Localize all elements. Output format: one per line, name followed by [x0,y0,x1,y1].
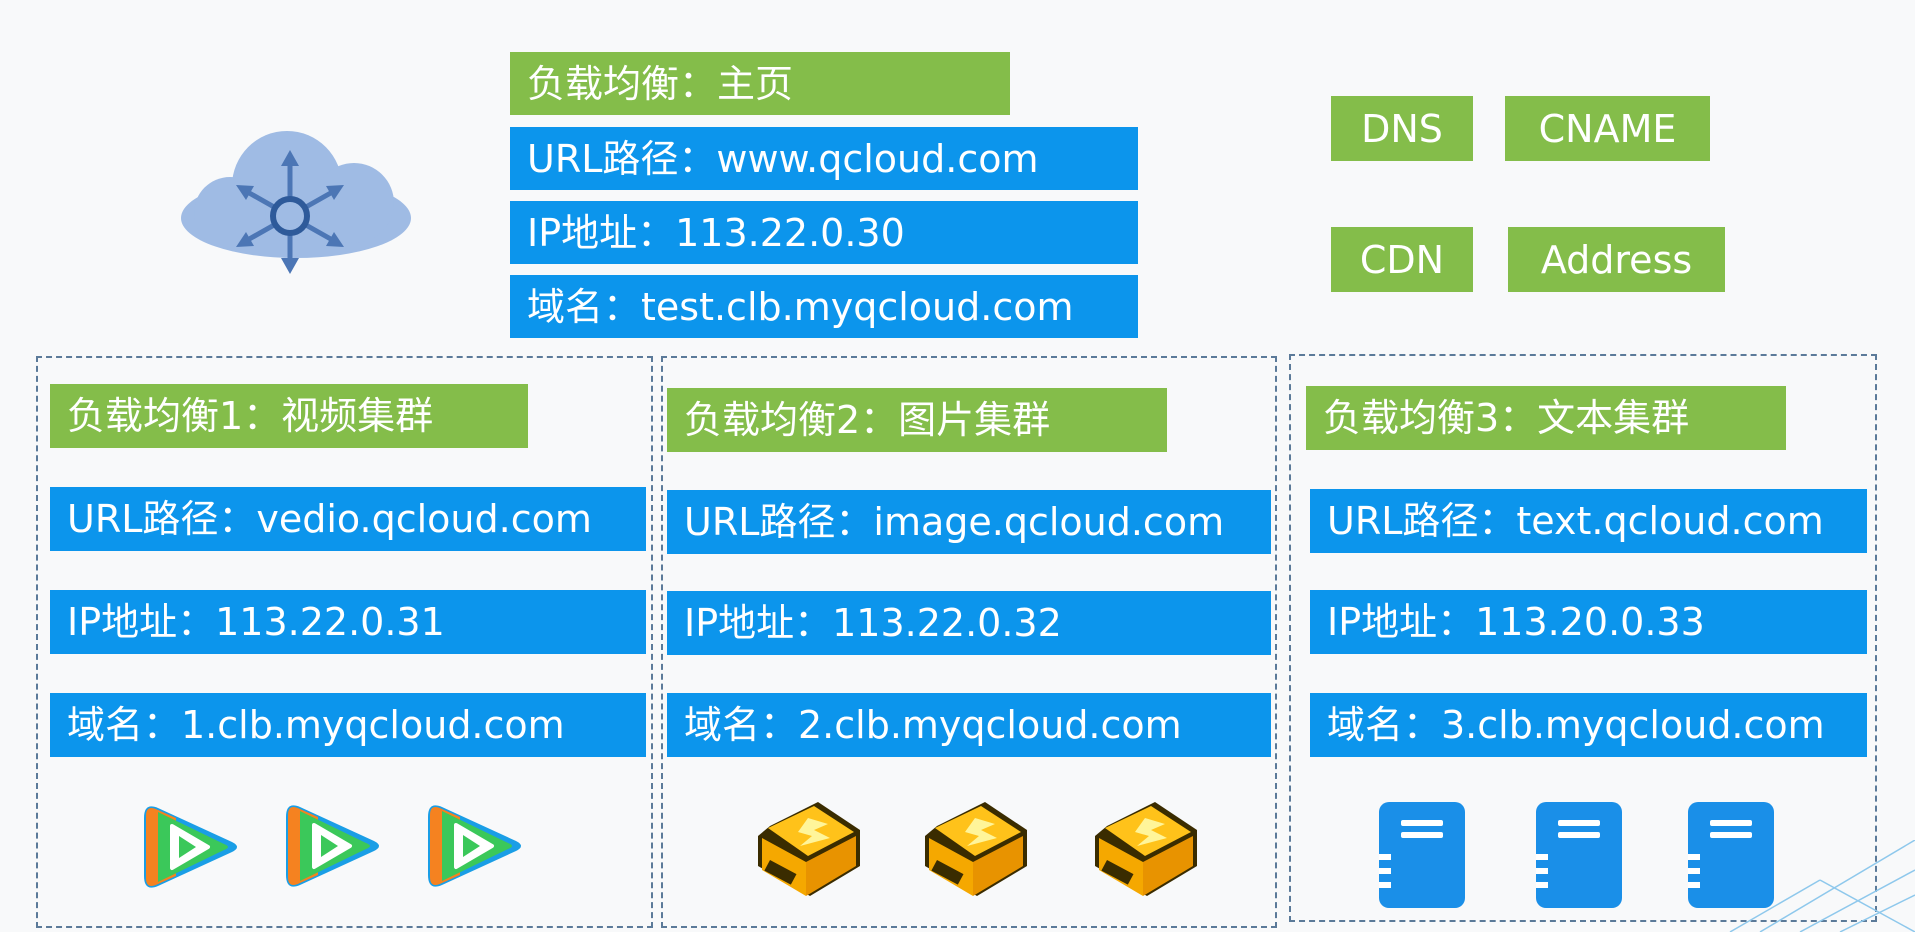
cluster-video [36,356,653,928]
main-lb-url: URL路径：www.qcloud.com [510,127,1138,190]
cluster-text-url: URL路径：text.qcloud.com [1310,489,1867,553]
cluster-image-title: 负载均衡2：图片集群 [667,388,1167,452]
tag-address: Address [1508,227,1725,292]
cluster-video-ip: IP地址：113.22.0.31 [50,590,646,654]
document-icon [1536,802,1622,908]
cluster-image [661,356,1277,928]
server-bolt-icon [758,802,860,896]
video-play-icon [428,805,521,887]
main-lb-title: 负载均衡：主页 [510,52,1010,115]
tag-cdn: CDN [1331,227,1473,292]
cluster-video-title: 负载均衡1：视频集群 [50,384,528,448]
tag-dns: DNS [1331,96,1473,161]
cluster-video-url: URL路径：vedio.qcloud.com [50,487,646,551]
cluster-text-domain: 域名：3.clb.myqcloud.com [1310,693,1867,757]
cluster-image-domain: 域名：2.clb.myqcloud.com [667,693,1271,757]
decorative-lines [1729,840,1915,932]
document-icon [1379,802,1465,908]
main-lb-domain: 域名：test.clb.myqcloud.com [510,275,1138,338]
cluster-video-domain: 域名：1.clb.myqcloud.com [50,693,646,757]
video-play-icon [286,805,379,887]
cloud-load-balancer-icon [181,131,411,274]
server-bolt-icon [1095,802,1197,896]
server-bolt-icon [925,802,1027,896]
main-lb-ip: IP地址：113.22.0.30 [510,201,1138,264]
cluster-image-url: URL路径：image.qcloud.com [667,490,1271,554]
document-icon [1688,802,1774,908]
video-play-icon [144,806,237,888]
cluster-text-title: 负载均衡3：文本集群 [1306,386,1786,450]
cluster-image-ip: IP地址：113.22.0.32 [667,591,1271,655]
cluster-text [1289,354,1877,922]
cluster-text-ip: IP地址：113.20.0.33 [1310,590,1867,654]
tag-cname: CNAME [1505,96,1710,161]
